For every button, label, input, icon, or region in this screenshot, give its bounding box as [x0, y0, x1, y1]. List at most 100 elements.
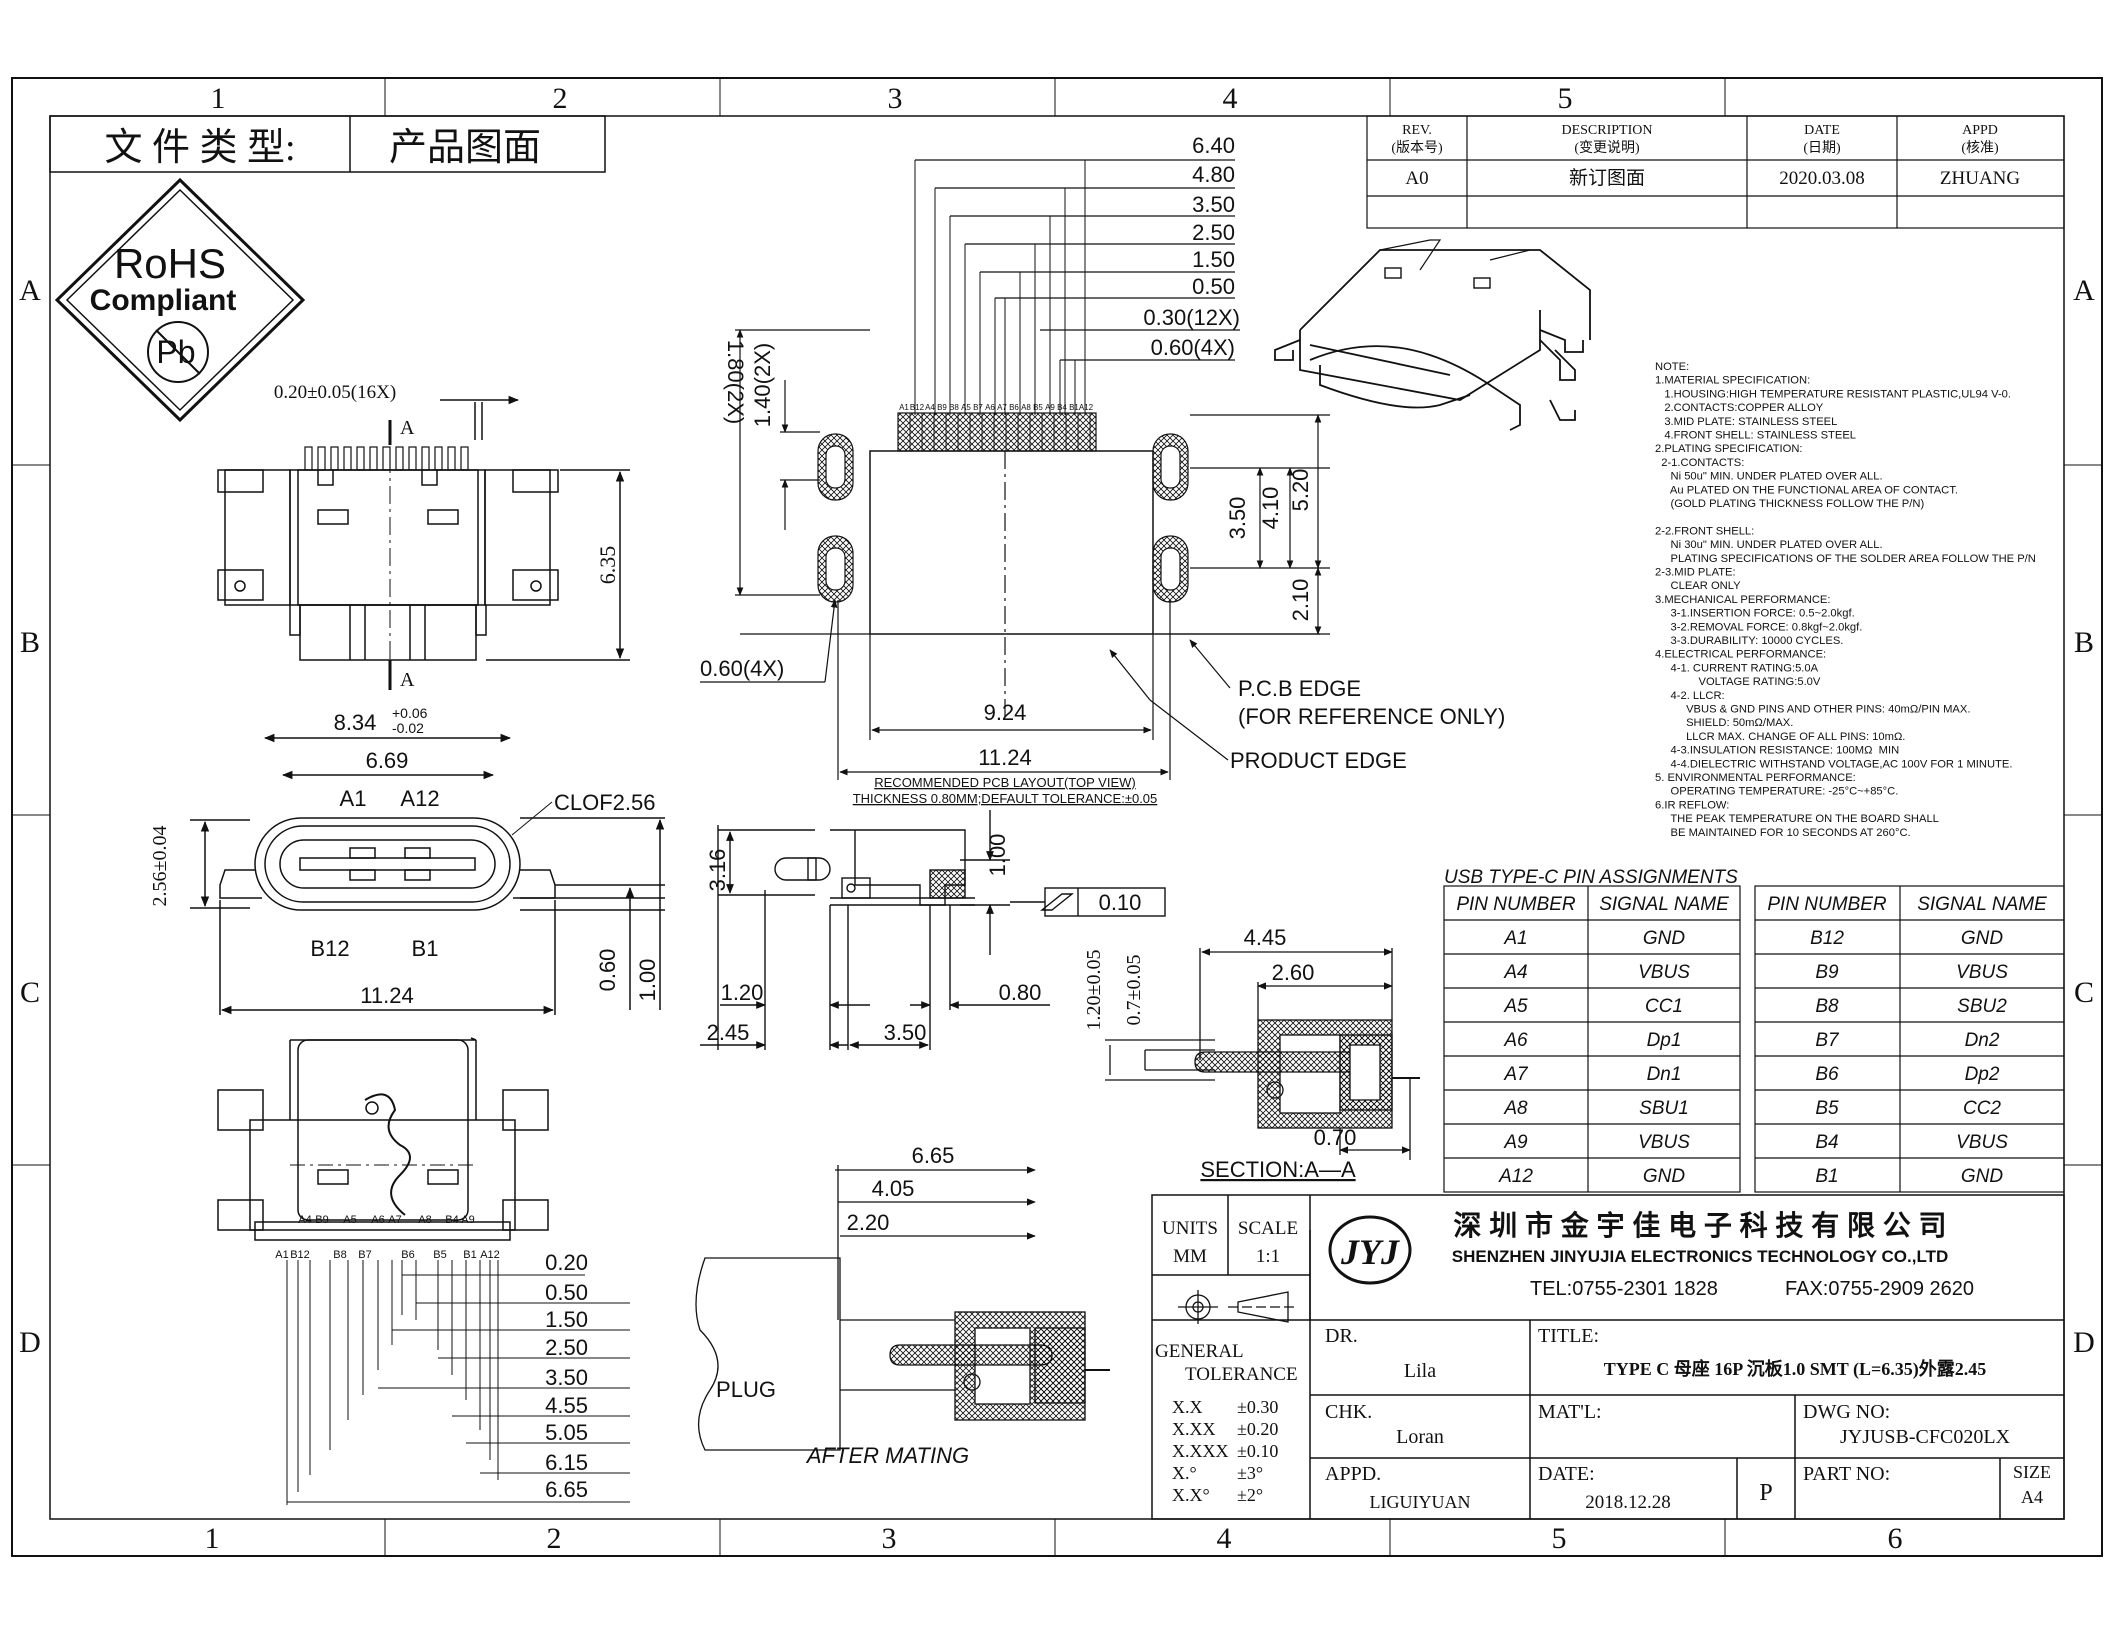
pcb-pin-a9: A9 — [1045, 403, 1055, 412]
pin-table-cell: A1 — [1503, 928, 1527, 949]
zone-col-1-bottom: 1 — [205, 1522, 220, 1555]
overall-11-24: 11.24 — [360, 983, 413, 1008]
note-line: 5. ENVIRONMENTAL PERFORMANCE: — [1655, 772, 1856, 784]
pcb-dim-0-30: 0.30(12X) — [1143, 305, 1240, 330]
scale-value: 1:1 — [1256, 1246, 1280, 1267]
pin-table-cell: A9 — [1503, 1132, 1528, 1153]
appd-value: LIGUIYUAN — [1370, 1492, 1471, 1512]
pin-table-cell: SBU1 — [1639, 1098, 1689, 1119]
pin-table-cell: A5 — [1503, 996, 1528, 1017]
rohs-logo: RoHS Compliant Pb — [54, 177, 306, 423]
clof-label: CLOF2.56 — [554, 790, 656, 815]
zone-col-5-bottom: 5 — [1552, 1522, 1567, 1555]
after-mating: 6.65 4.05 2.20 PLUG AFTER MATING — [695, 1143, 1110, 1468]
bv-pin-b12: B12 — [290, 1249, 310, 1261]
pin-table-cell: CC1 — [1645, 996, 1683, 1017]
bv-pin-a1: A1 — [275, 1249, 288, 1261]
pin-table-title: USB TYPE-C PIN ASSIGNMENTS — [1444, 867, 1738, 888]
note-line: 4.ELECTRICAL PERFORMANCE: — [1655, 649, 1826, 661]
dim-1-00: 1.00 — [635, 959, 660, 1002]
pin-table-cell: A7 — [1503, 1064, 1529, 1085]
pin-table-cell: B8 — [1815, 996, 1839, 1017]
pcb-width-11-24: 11.24 — [978, 745, 1031, 770]
zone-col-3: 3 — [888, 82, 903, 115]
rev-header-desc: DESCRIPTION — [1561, 123, 1652, 138]
bv-pin-b1: B1 — [463, 1249, 476, 1261]
matl-label: MAT'L: — [1538, 1401, 1602, 1423]
bv-dim-3-50: 3.50 — [545, 1365, 588, 1390]
note-line: 2.PLATING SPECIFICATION: — [1655, 443, 1803, 455]
note-line: LLCR MAX. CHANGE OF ALL PINS: 10mΩ. — [1655, 731, 1905, 743]
units-value: MM — [1173, 1246, 1207, 1267]
rev-row-desc: 新订图面 — [1569, 167, 1645, 189]
company-logo: JYJ — [1328, 1215, 1412, 1285]
chk-label: CHK. — [1325, 1401, 1372, 1423]
pcb-dim-3-50-r: 3.50 — [1225, 497, 1250, 540]
pcb-dim-0-60: 0.60(4X) — [1151, 335, 1235, 360]
pin-a1-label: A1 — [340, 786, 367, 811]
pcb-pin-a12: A12 — [1079, 403, 1094, 412]
bv-pin-a9: A9 — [461, 1214, 474, 1226]
sec-dim-2-60: 2.60 — [1272, 960, 1315, 985]
zone-row-b: B — [20, 626, 40, 659]
logo-text: JYJ — [1340, 1232, 1400, 1272]
product-edge-label: PRODUCT EDGE — [1230, 748, 1407, 773]
rev-header-rev: REV. — [1402, 123, 1432, 138]
width-8-34: 8.34 — [334, 710, 377, 735]
bv-dim-2-50: 2.50 — [545, 1335, 588, 1360]
pin-table-cell: B6 — [1815, 1064, 1839, 1085]
bv-pin-b4: B4 — [445, 1214, 458, 1226]
dwg-label: DWG NO: — [1803, 1401, 1890, 1423]
pin-table-cell: A4 — [1503, 962, 1527, 983]
note-line: 3-2.REMOVAL FORCE: 0.8kgf~2.0kgf. — [1655, 621, 1862, 633]
zone-col-4: 4 — [1223, 82, 1238, 115]
pin-b1-label: B1 — [412, 936, 439, 961]
after-mating-label: AFTER MATING — [805, 1443, 969, 1468]
pin-table-cell: B1 — [1815, 1166, 1838, 1187]
note-line: Ni 30u" MIN. UNDER PLATED OVER ALL. — [1655, 539, 1883, 551]
company-tel: TEL:0755-2301 1828 — [1530, 1278, 1718, 1300]
bottom-view: A4 B9 A5 A6 A7 A8 B4 A9 A1 B12 B8 B7 B6 … — [217, 1037, 630, 1505]
sec-dim-0-70: 0.70 — [1314, 1125, 1357, 1150]
bv-pin-a5: A5 — [343, 1214, 356, 1226]
note-line: CLEAR ONLY — [1655, 580, 1741, 592]
pcb-dim-0-50: 0.50 — [1192, 274, 1235, 299]
pcb-dim-4-10: 4.10 — [1258, 487, 1283, 530]
pin-table-cell: VBUS — [1956, 1132, 2008, 1153]
tolerance-value: ±0.30 — [1237, 1397, 1278, 1417]
bv-pin-a4: A4 — [298, 1214, 311, 1226]
title-value: TYPE C 母座 16P 沉板1.0 SMT (L=6.35)外露2.45 — [1604, 1358, 1986, 1380]
sec-dim-1-20: 1.20±0.05 — [1083, 950, 1105, 1031]
section-a-top: A — [400, 417, 415, 439]
dr-label: DR. — [1325, 1325, 1358, 1347]
bv-pin-b6: B6 — [401, 1249, 414, 1261]
note-line: 6.IR REFLOW: — [1655, 799, 1729, 811]
zone-row-b-right: B — [2074, 626, 2094, 659]
company-name-en: SHENZHEN JINYUJIA ELECTRONICS TECHNOLOGY… — [1452, 1247, 1949, 1266]
tolerance-label: TOLERANCE — [1185, 1364, 1298, 1385]
side-dim-1-00: 1.00 — [985, 834, 1010, 877]
note-line: PLATING SPECIFICATIONS OF THE SOLDER ARE… — [1655, 553, 2036, 565]
company-fax: FAX:0755-2909 2620 — [1785, 1278, 1974, 1300]
note-line: 1.MATERIAL SPECIFICATION: — [1655, 375, 1810, 387]
rev-header-rev-cn: (版本号) — [1391, 140, 1443, 156]
pcb-dim-6-40: 6.40 — [1192, 133, 1235, 158]
flatness-tolerance: 0.10 — [1099, 890, 1142, 915]
note-line: 4-3.INSULATION RESISTANCE: 100MΩ MIN — [1655, 745, 1899, 757]
side-dim-2-45: 2.45 — [707, 1020, 750, 1045]
appd-label: APPD. — [1325, 1463, 1381, 1485]
bv-pin-a12: A12 — [480, 1249, 500, 1261]
dwg-value: JYJUSB-CFC020LX — [1840, 1426, 2011, 1448]
pcb-pin-b1: B1 — [1069, 403, 1079, 412]
section-a-a: 4.45 2.60 1.20±0.05 0.7±0.05 0.70 SECTIO… — [1083, 925, 1420, 1182]
pin-table-cell: A12 — [1498, 1166, 1533, 1187]
note-line: BE MAINTAINED FOR 10 SECONDS AT 260°C. — [1655, 827, 1911, 839]
zone-col-6-bottom: 6 — [1888, 1522, 1903, 1555]
pcb-pin-a5: A5 — [961, 403, 971, 412]
part-label: PART NO: — [1803, 1463, 1890, 1485]
tolerance-format: X.XX — [1172, 1419, 1216, 1439]
note-line: Au PLATED ON THE FUNCTIONAL AREA OF CONT… — [1655, 484, 1958, 496]
rohs-compliant-text: Compliant — [90, 284, 237, 317]
tolerance-value: ±2° — [1237, 1485, 1263, 1505]
